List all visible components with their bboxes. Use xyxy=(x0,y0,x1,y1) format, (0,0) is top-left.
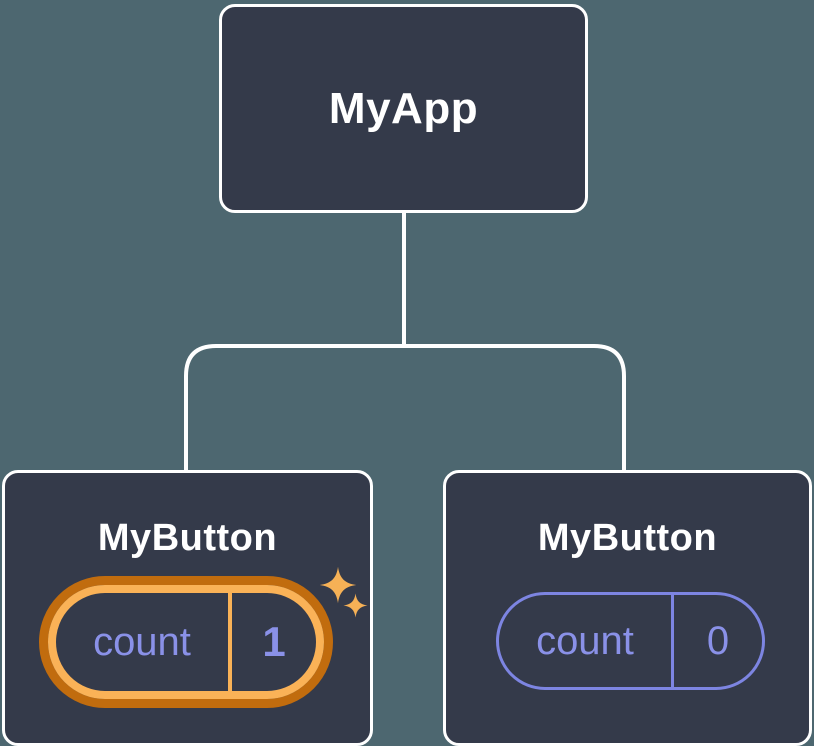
state-value: 1 xyxy=(262,618,286,665)
state-pill-inner: count 1 xyxy=(48,585,324,699)
node-label: MyButton xyxy=(97,517,278,559)
component-node-root: MyApp xyxy=(219,4,588,213)
state-value-cell: 1 xyxy=(232,593,316,691)
state-name-label: count xyxy=(93,619,191,664)
state-name-cell: count xyxy=(499,595,671,687)
node-label: MyApp xyxy=(328,83,479,133)
state-value-cell: 0 xyxy=(674,595,762,687)
pill-divider xyxy=(671,595,674,687)
node-label: MyButton xyxy=(537,517,718,559)
state-pill: count 0 xyxy=(496,592,765,690)
pill-divider xyxy=(228,593,232,691)
state-value: 0 xyxy=(706,618,730,663)
state-pill-highlighted: count 1 xyxy=(39,576,333,708)
state-name-cell: count xyxy=(56,593,228,691)
component-node-child-2: MyButton count 0 xyxy=(443,470,812,746)
state-name-label: count xyxy=(536,618,634,663)
sparkle-icon-small xyxy=(343,593,368,618)
sparkle-icon-large xyxy=(319,566,357,604)
component-node-child-1: MyButton count 1 xyxy=(2,470,373,746)
